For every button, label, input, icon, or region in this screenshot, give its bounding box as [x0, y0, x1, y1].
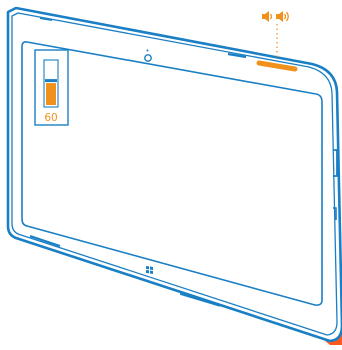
speaker-low-icon — [262, 11, 273, 22]
tablet-bezel-edge — [11, 12, 338, 336]
side-hardware-buttons — [29, 17, 338, 307]
speaker-high-icon — [276, 11, 289, 22]
camera-icon — [144, 49, 152, 62]
volume-slider-fill — [46, 83, 56, 105]
volume-level-label: 60 — [44, 112, 57, 124]
tablet-screen — [21, 41, 323, 306]
volume-key[interactable] — [256, 60, 298, 72]
volume-slider-thumb — [45, 79, 57, 83]
windows-logo-icon[interactable] — [146, 266, 153, 274]
volume-overlay: 60 — [34, 49, 69, 126]
